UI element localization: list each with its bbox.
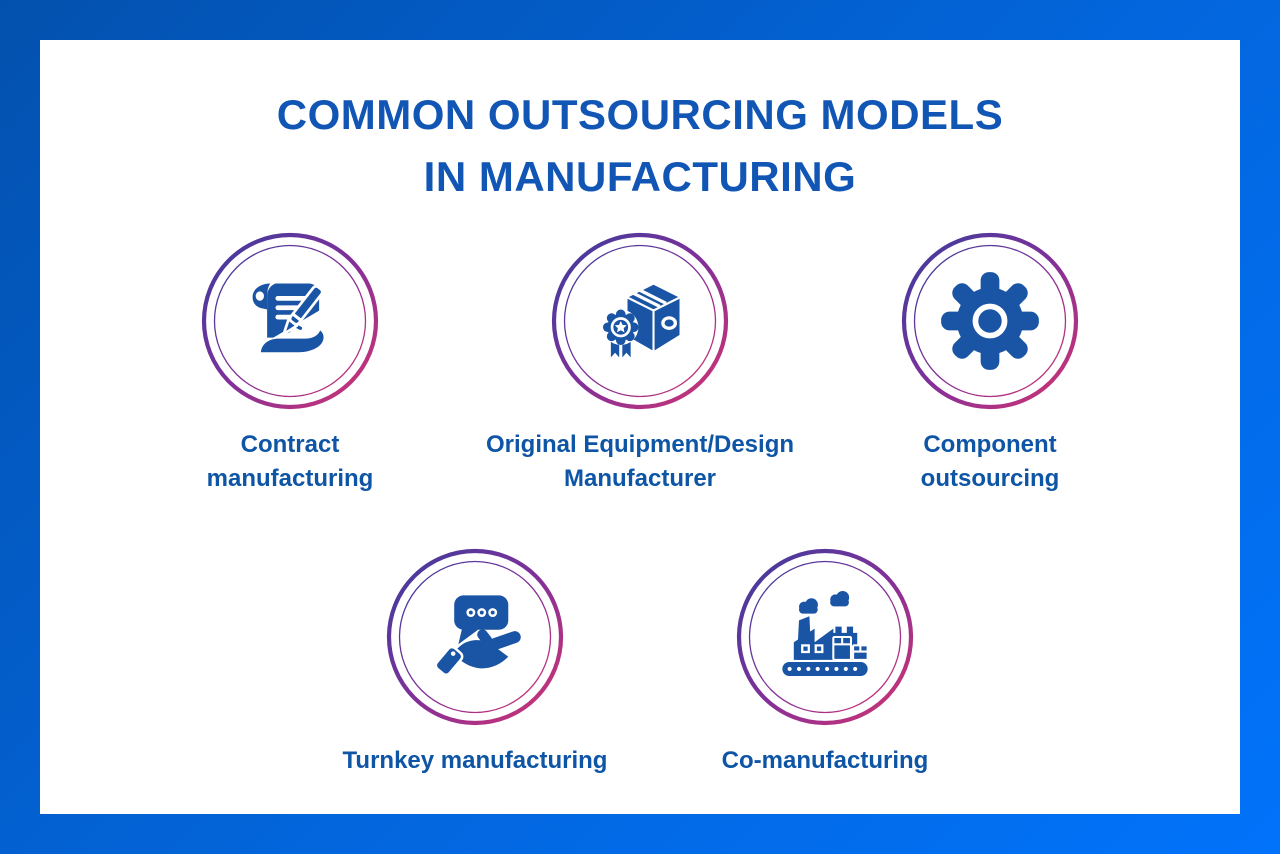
gradient-ring [551,232,729,410]
model-label: Original Equipment/Design Manufacturer [485,431,795,492]
gradient-ring [901,232,1079,410]
model-card-component-outsourcing: Component outsourcing [800,232,1180,496]
gradient-ring [736,548,914,726]
factory-conveyor-icon [782,591,869,676]
model-label: Turnkey manufacturing [342,747,608,774]
gradient-ring-badge [901,232,1079,410]
gradient-ring-badge [551,232,729,410]
gradient-ring-badge [201,232,379,410]
gradient-ring-badge [386,548,564,726]
gradient-ring [201,232,379,410]
gradient-ring-badge [736,548,914,726]
model-card-contract-manufacturing: Contract manufacturing [100,232,480,496]
hand-with-speech-bubble-icon [434,595,521,676]
contract-signing-icon [252,283,324,353]
model-card-turnkey-manufacturing: Turnkey manufacturing [285,548,665,778]
model-card-oem-odm: Original Equipment/Design Manufacturer [450,232,830,496]
gear-icon [941,272,1039,370]
certified-product-box-icon [602,282,682,358]
model-card-co-manufacturing: Co-manufacturing [635,548,1015,778]
gradient-ring [386,548,564,726]
content-card: COMMON OUTSOURCING MODELS IN MANUFACTURI… [40,40,1240,814]
model-label: Co-manufacturing [721,747,929,774]
model-label: Contract manufacturing [206,431,374,492]
page-title: COMMON OUTSOURCING MODELS IN MANUFACTURI… [276,91,1004,200]
model-label: Component outsourcing [920,431,1060,492]
